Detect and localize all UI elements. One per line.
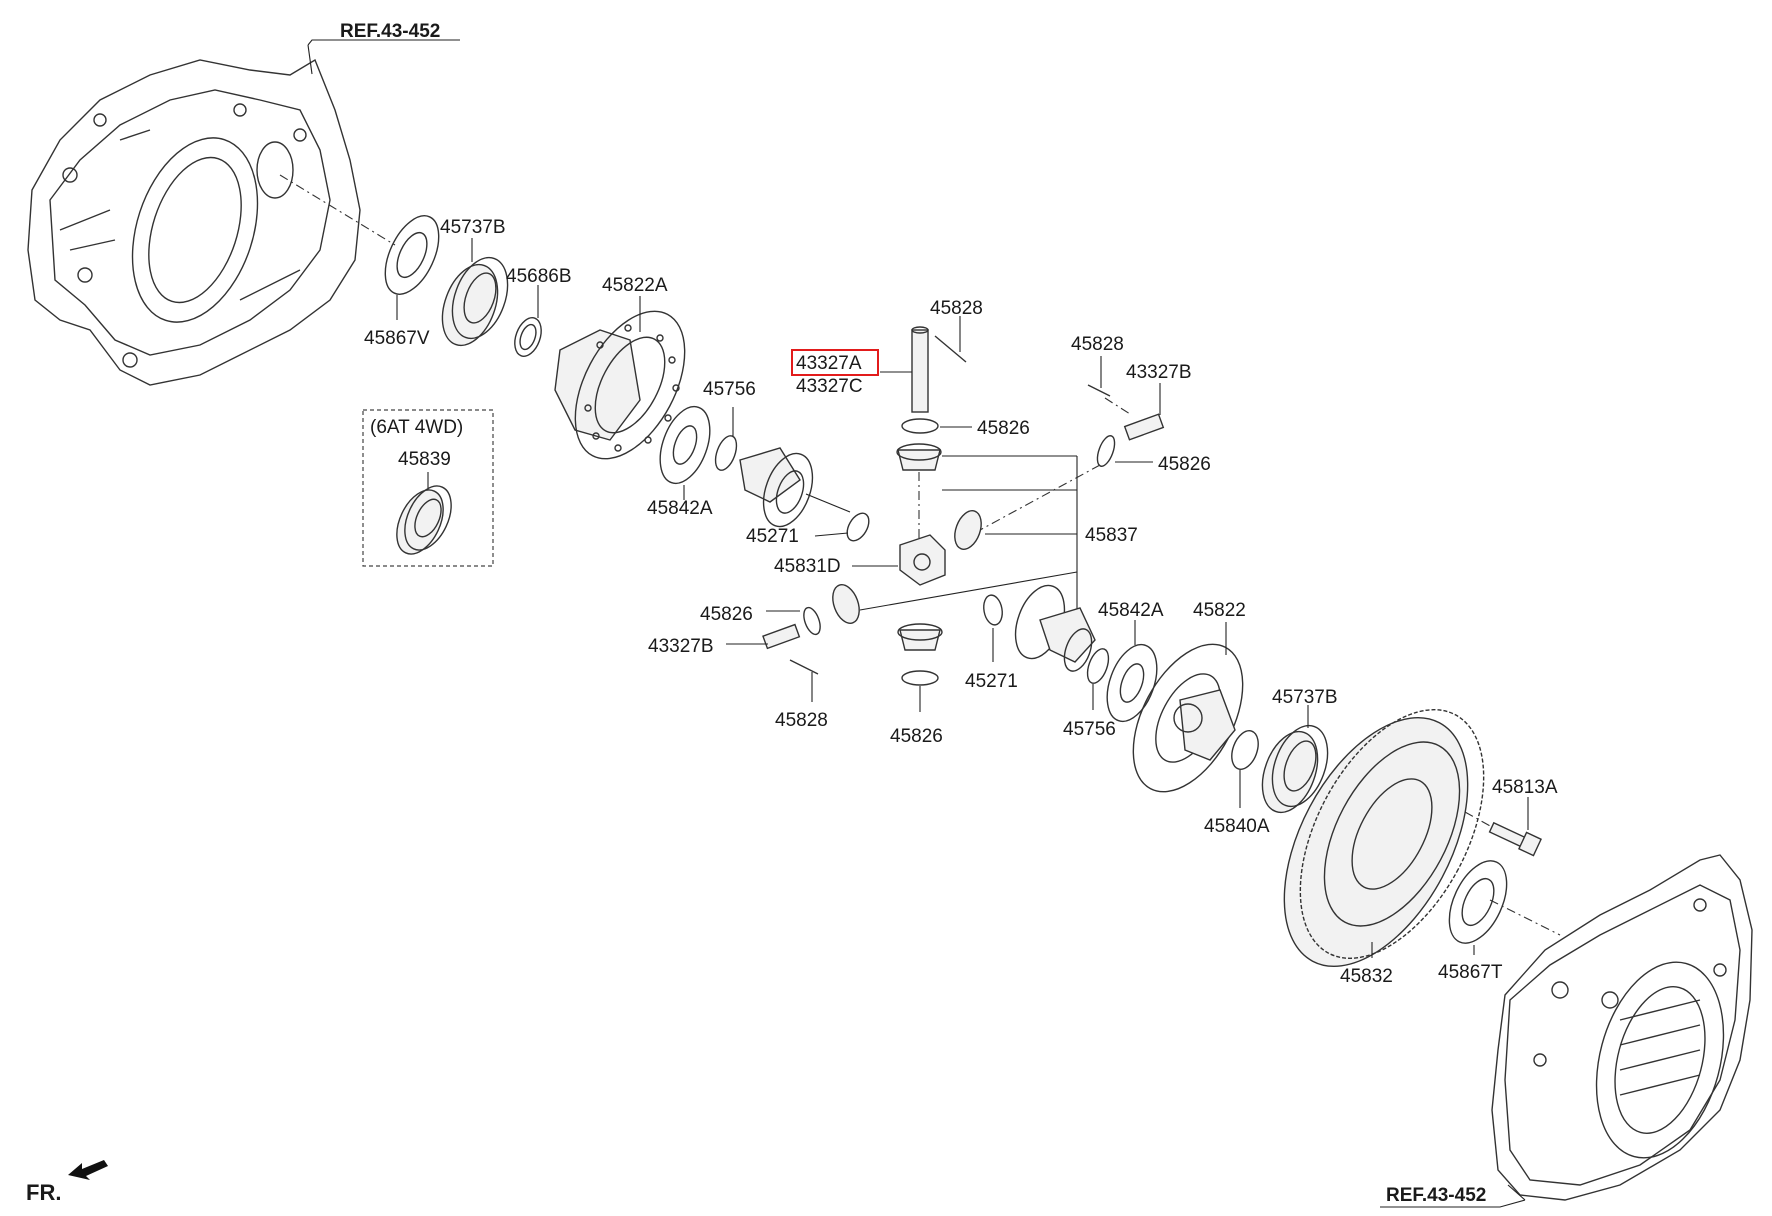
bearing-45737B-top-icon — [441, 256, 509, 347]
differential-case-45822A-icon — [554, 310, 686, 460]
washer-45826-c-icon — [803, 606, 821, 636]
label-45837[interactable]: 45837 — [1085, 525, 1138, 546]
washer-45271-right-icon — [983, 594, 1003, 626]
reference-bottom[interactable]: REF.43-452 — [1386, 1185, 1486, 1206]
option-box-part[interactable]: 45839 — [398, 449, 451, 470]
label-45813A[interactable]: 45813A — [1492, 777, 1558, 798]
shim-45842A-left-icon — [659, 405, 711, 485]
pin-45828-right-icon — [1087, 384, 1111, 397]
direction-label: FR. — [26, 1180, 61, 1205]
label-45828-bottom[interactable]: 45828 — [775, 710, 828, 731]
final-drive-gear-45832-icon — [1283, 709, 1485, 967]
washer-45867V-icon — [384, 215, 440, 295]
label-45840A[interactable]: 45840A — [1204, 816, 1270, 837]
label-43327C[interactable]: 43327C — [796, 376, 863, 397]
seal-45686B-icon — [514, 317, 542, 357]
washer-45271-left-icon — [846, 512, 870, 542]
seal-45840A-icon — [1231, 730, 1259, 770]
label-45826-d[interactable]: 45826 — [890, 726, 943, 747]
snap-ring-45756-bottom-icon — [1086, 648, 1110, 684]
label-45867T[interactable]: 45867T — [1438, 962, 1503, 983]
label-45826-c[interactable]: 45826 — [700, 604, 753, 625]
label-45867V[interactable]: 45867V — [364, 328, 430, 349]
reference-top[interactable]: REF.43-452 — [340, 21, 440, 42]
label-45271-right[interactable]: 45271 — [965, 671, 1018, 692]
transmission-housing-bottom-icon — [1491, 854, 1753, 1201]
pinion-gear-left-icon — [832, 584, 860, 624]
pinion-gear-right-icon — [954, 510, 982, 550]
label-45831D[interactable]: 45831D — [774, 556, 841, 577]
label-45842A-right[interactable]: 45842A — [1098, 600, 1164, 621]
shim-45842A-right-icon — [1106, 643, 1158, 723]
label-45756-top[interactable]: 45756 — [703, 379, 756, 400]
pin-43327B-left-icon — [762, 623, 801, 650]
side-gear-left-icon — [739, 447, 814, 528]
bolt-45813A-icon — [1488, 821, 1542, 857]
bearing-45737B-bottom-icon — [1261, 724, 1329, 814]
label-45686B[interactable]: 45686B — [506, 266, 572, 287]
diff-case-45831D-icon — [899, 534, 946, 586]
label-45737B-top[interactable]: 45737B — [440, 217, 506, 238]
washer-45826-b-icon — [1096, 435, 1116, 467]
washer-45826-d-icon — [901, 670, 939, 686]
label-45756-bottom[interactable]: 45756 — [1063, 719, 1116, 740]
pin-45828-top-icon — [934, 335, 967, 363]
washer-45867T-icon — [1448, 860, 1508, 944]
side-gear-right-icon — [1014, 584, 1096, 672]
label-45842A-left[interactable]: 45842A — [647, 498, 713, 519]
label-45832[interactable]: 45832 — [1340, 966, 1393, 987]
label-45822[interactable]: 45822 — [1193, 600, 1246, 621]
washer-45826-a-icon — [901, 418, 939, 434]
label-45828-right[interactable]: 45828 — [1071, 334, 1124, 355]
pinion-gear-bottom-icon — [897, 623, 943, 651]
label-45826-a[interactable]: 45826 — [977, 418, 1030, 439]
option-box — [362, 409, 494, 567]
label-45737B-bottom[interactable]: 45737B — [1272, 687, 1338, 708]
arrow-icon — [68, 1160, 108, 1180]
label-43327B-left[interactable]: 43327B — [648, 636, 714, 657]
label-45826-b[interactable]: 45826 — [1158, 454, 1211, 475]
bearing-45839-icon — [396, 485, 452, 555]
label-43327B-right[interactable]: 43327B — [1126, 362, 1192, 383]
label-45822A[interactable]: 45822A — [602, 275, 668, 296]
option-box-title[interactable]: (6AT 4WD) — [370, 417, 463, 438]
pinion-shaft-43327A-icon — [911, 326, 929, 413]
highlight-43327A — [791, 349, 879, 376]
label-45271-left[interactable]: 45271 — [746, 526, 799, 547]
snap-ring-45756-top-icon — [714, 435, 738, 471]
transmission-housing-top-icon — [27, 58, 361, 386]
pin-45828-bottom-icon — [789, 659, 819, 675]
pinion-gear-top-icon — [896, 443, 942, 471]
label-43327A[interactable]: 43327A — [796, 353, 862, 374]
pin-43327B-right-icon — [1123, 413, 1165, 441]
label-45828-top[interactable]: 45828 — [930, 298, 983, 319]
